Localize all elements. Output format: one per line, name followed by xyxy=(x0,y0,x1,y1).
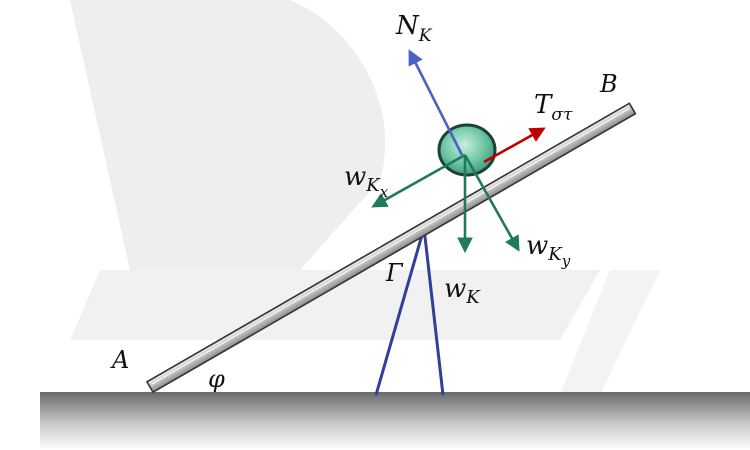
label-weight: wK xyxy=(444,274,481,308)
normal-force-arrow xyxy=(408,49,464,156)
support-stand xyxy=(374,227,445,396)
label-weight-x: wKx xyxy=(344,162,389,201)
label-weight-y: wKy xyxy=(526,231,571,270)
label-angle: φ xyxy=(208,365,225,393)
label-friction: Tστ xyxy=(534,90,573,125)
label-point-a: A xyxy=(110,346,129,374)
label-point-b: B xyxy=(599,70,618,98)
watermark-logo xyxy=(70,0,660,395)
inclined-beam xyxy=(145,102,637,394)
weight-y-arrow xyxy=(463,154,520,252)
weight-x-arrow xyxy=(371,153,466,208)
friction-arrow xyxy=(483,127,546,164)
ball xyxy=(437,123,497,177)
label-pivot: Γ xyxy=(385,259,404,287)
label-normal-force: NK xyxy=(395,11,433,46)
ground xyxy=(40,392,750,450)
